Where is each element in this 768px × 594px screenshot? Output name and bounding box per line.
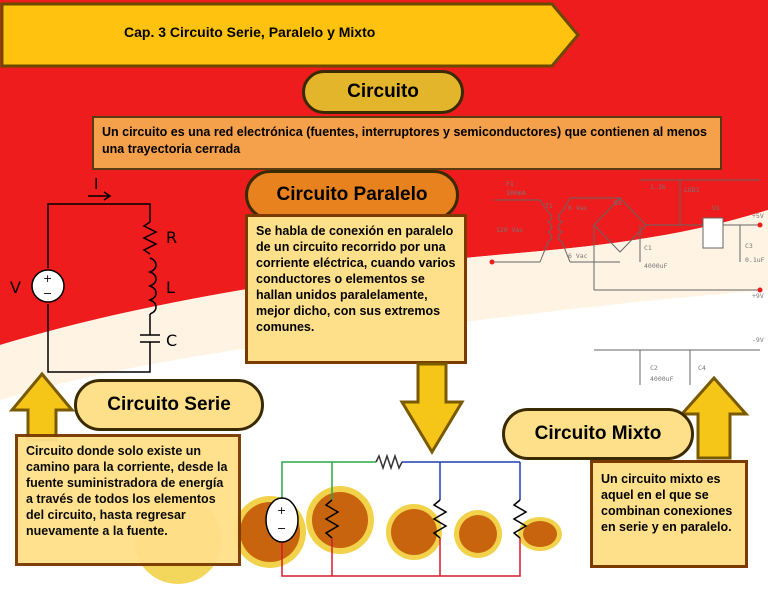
- schematic-label: -9V: [752, 336, 764, 344]
- schematic-label: 0.1uF: [745, 256, 765, 264]
- schematic-label: C4: [698, 364, 706, 372]
- mixto-title: Circuito Mixto: [502, 408, 694, 460]
- schematic-label: 4000uF: [650, 375, 674, 383]
- schematic-label: 100mA: [506, 189, 526, 197]
- schematic-label: +5V: [752, 212, 764, 220]
- svg-text:−: −: [277, 522, 286, 535]
- schematic-label: 4000uF: [644, 262, 668, 270]
- svg-text:+: +: [277, 504, 286, 517]
- schematic-label: LED1: [684, 186, 700, 194]
- circuito-title: Circuito: [302, 70, 464, 114]
- schematic-label: 6 Vac: [568, 252, 588, 260]
- source-plus: +: [43, 272, 53, 285]
- paralelo-title: Circuito Paralelo: [245, 170, 459, 220]
- serie-title: Circuito Serie: [74, 379, 264, 431]
- source-minus: −: [43, 287, 53, 300]
- schematic-label: U1: [712, 204, 720, 212]
- schematic-label: D1: [614, 199, 622, 207]
- paralelo-text: Se habla de conexión en paralelo de un c…: [245, 214, 467, 364]
- source-label: V: [10, 278, 21, 297]
- schematic-label: T1: [545, 202, 553, 210]
- schematic-label: C1: [644, 244, 652, 252]
- page-title: Cap. 3 Circuito Serie, Paralelo y Mixto: [124, 24, 376, 40]
- schematic-label: F1: [506, 180, 514, 188]
- circuito-definition: Un circuito es una red electrónica (fuen…: [92, 116, 722, 170]
- schematic-label: C3: [745, 242, 753, 250]
- schematic-label: C2: [650, 364, 658, 372]
- inductor-label: L: [166, 278, 175, 297]
- schematic-label: 120 Vac: [496, 226, 523, 234]
- schematic-label: 6 Vac: [568, 204, 588, 212]
- mixto-text: Un circuito mixto es aquel en el que se …: [590, 460, 748, 568]
- serie-text: Circuito donde solo existe un camino par…: [15, 434, 241, 566]
- current-label: I: [94, 175, 99, 193]
- resistor-label: R: [166, 228, 178, 247]
- schematic-label: 1.2k: [650, 183, 666, 191]
- capacitor-label: C: [166, 331, 178, 350]
- schematic-label: +9V: [752, 292, 764, 300]
